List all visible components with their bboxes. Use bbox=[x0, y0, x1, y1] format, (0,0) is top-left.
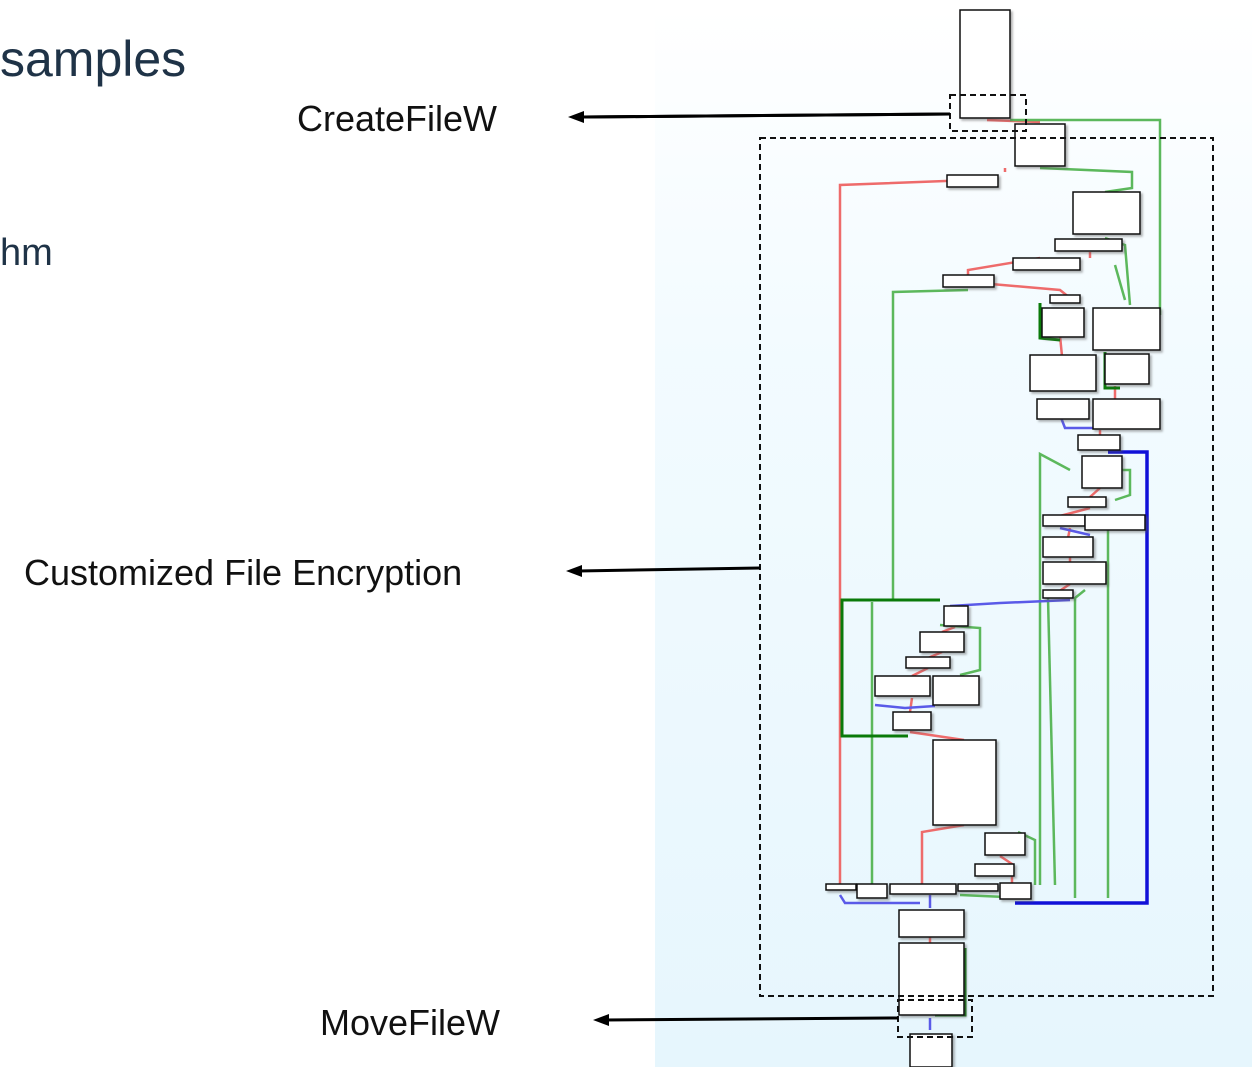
cfg-node bbox=[874, 675, 931, 697]
cfg-node bbox=[1036, 398, 1090, 420]
cfg-node bbox=[942, 274, 995, 288]
cfg-node bbox=[1042, 514, 1086, 527]
cfg-node bbox=[1042, 589, 1074, 599]
cfg-node bbox=[905, 656, 951, 669]
cfg-node bbox=[1042, 561, 1107, 585]
cfg-node bbox=[1072, 191, 1141, 235]
slide-body-fragment: hm bbox=[0, 232, 53, 274]
cfg-node bbox=[825, 883, 857, 891]
createfilew-highlight-box bbox=[949, 94, 1027, 132]
cfg-node bbox=[1029, 354, 1097, 392]
cfg-node bbox=[1014, 123, 1066, 167]
cfg-node bbox=[946, 174, 999, 188]
cfg-node bbox=[856, 883, 888, 899]
cfg-node bbox=[974, 863, 1015, 877]
cfg-node bbox=[932, 739, 997, 826]
slide-title-fragment: samples bbox=[0, 31, 187, 87]
cfg-node bbox=[1042, 536, 1094, 558]
cfg-node bbox=[957, 883, 999, 892]
edge-red-long-left bbox=[838, 178, 973, 885]
cfg-node bbox=[889, 883, 957, 895]
cfg-node bbox=[1092, 398, 1161, 430]
cfg-node bbox=[1049, 294, 1081, 304]
createfilew-label: CreateFileW bbox=[297, 98, 498, 139]
cfg-node bbox=[892, 711, 932, 731]
cfg-node bbox=[1092, 307, 1161, 351]
cfg-node-exit bbox=[909, 1033, 953, 1067]
cfg-node bbox=[1054, 238, 1123, 252]
encryption-arrow bbox=[577, 566, 761, 573]
edge-green-top-right bbox=[1010, 118, 1162, 315]
edge-loop-left bbox=[840, 598, 940, 738]
cfg-node bbox=[1081, 455, 1123, 489]
cfg-node bbox=[932, 675, 980, 706]
cfg-node bbox=[1077, 434, 1121, 451]
cfg-node bbox=[898, 909, 965, 938]
encryption-highlight-box bbox=[759, 137, 1214, 997]
cfg-node bbox=[1041, 307, 1085, 338]
edge-blue-right-loop bbox=[1015, 450, 1149, 905]
cfg-node bbox=[898, 942, 965, 1016]
cfg-node-entry bbox=[959, 9, 1011, 119]
cfg-node bbox=[1104, 353, 1150, 385]
cfg-node bbox=[1084, 514, 1146, 531]
cfg-node bbox=[943, 605, 969, 627]
cfg-node bbox=[1012, 257, 1081, 271]
movefilew-label: MoveFileW bbox=[320, 1002, 501, 1043]
cfg-node bbox=[999, 882, 1032, 900]
file-encryption-label: Customized File Encryption bbox=[24, 552, 463, 593]
cfg-node bbox=[919, 631, 965, 653]
cfg-node bbox=[1067, 496, 1107, 508]
movefilew-arrow bbox=[604, 1016, 899, 1022]
cfg-node bbox=[984, 832, 1026, 856]
